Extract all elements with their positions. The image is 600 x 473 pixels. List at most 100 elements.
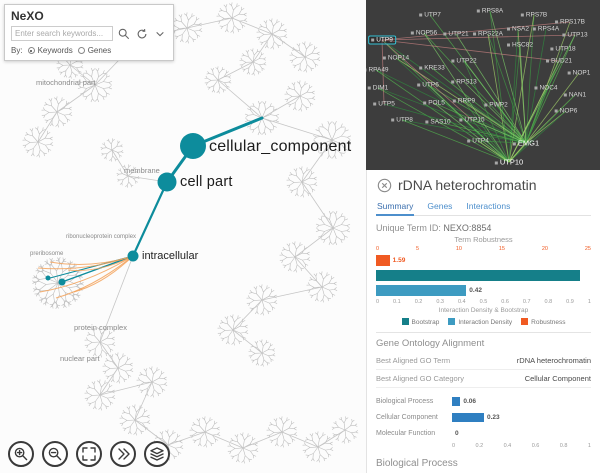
- gene-node-sas10[interactable]: SAS10: [425, 119, 450, 126]
- search-icon[interactable]: [116, 26, 131, 41]
- zoom-controls: [8, 441, 170, 467]
- axis-tick: 0: [452, 443, 456, 449]
- gene-node-utp5[interactable]: UTP5: [373, 101, 395, 108]
- axis-tick: 20: [541, 246, 548, 252]
- gene-node-nop1[interactable]: NOP1: [568, 70, 591, 77]
- tree-label-protein-complex[interactable]: protein complex: [74, 323, 127, 332]
- axis-tick: 0.6: [501, 299, 509, 305]
- unique-term-id: Unique Term ID: NEXO:8854: [376, 223, 492, 233]
- tree-label-membrane[interactable]: membrane: [124, 166, 160, 175]
- gene-node-utp7[interactable]: UTP7: [419, 12, 441, 19]
- alignment-value: 0.06: [463, 397, 476, 405]
- search-input[interactable]: [11, 26, 113, 41]
- ontology-tree-panel[interactable]: mitochondrial part cellular_component ce…: [0, 0, 366, 473]
- term-node[interactable]: [45, 275, 51, 281]
- tree-label-intracellular[interactable]: intracellular: [142, 250, 199, 262]
- tree-label-mitochondrial-part[interactable]: mitochondrial part: [36, 78, 96, 87]
- gene-node-nop14[interactable]: NOP14: [383, 55, 409, 62]
- legend-swatch: [401, 318, 409, 325]
- gene-node-nop6[interactable]: NOP6: [555, 108, 578, 115]
- tree-label-cell-part[interactable]: cell part: [180, 174, 233, 190]
- gene-node-noc4[interactable]: NOC4: [534, 85, 557, 92]
- ontology-tree-canvas[interactable]: [0, 0, 366, 473]
- zoom-out-button[interactable]: [42, 441, 68, 467]
- tab-summary[interactable]: Summary: [376, 199, 415, 216]
- gene-node-dim1[interactable]: DIM1: [368, 85, 389, 92]
- close-icon[interactable]: [376, 177, 392, 193]
- gene-node-rps7b[interactable]: RPS7B: [521, 12, 547, 19]
- axis-tick: 0.1: [393, 299, 401, 305]
- interaction-network-panel[interactable]: UTP7 RPS8A RPS7B RPS17B UTP9 NOP56 UTP21 RPS22A…: [366, 0, 600, 170]
- tab-interactions[interactable]: Interactions: [466, 201, 511, 211]
- axis-tick: 0.4: [503, 443, 512, 449]
- alignment-category-label: Molecular Function: [376, 429, 436, 437]
- bar-row-robustness: 1.59: [376, 254, 591, 267]
- radio-genes[interactable]: Genes: [77, 46, 111, 55]
- gene-node-pol5[interactable]: POL5: [423, 100, 445, 107]
- gene-node-utp18[interactable]: UTP18: [550, 46, 575, 53]
- legend-swatch: [448, 318, 456, 325]
- layers-button[interactable]: [144, 441, 170, 467]
- expand-tree-button[interactable]: [110, 441, 136, 467]
- gene-node-nop56[interactable]: NOP56: [411, 30, 437, 37]
- gene-node-rps22a[interactable]: RPS22A: [473, 31, 503, 38]
- alignment-category-label: Cellular Component: [376, 413, 438, 421]
- axis-tick: 0.7: [522, 299, 531, 305]
- gene-node-rps4a[interactable]: RPS4A: [533, 26, 559, 33]
- zoom-in-button[interactable]: [8, 441, 34, 467]
- chevron-down-icon[interactable]: [152, 26, 167, 41]
- term-node[interactable]: [157, 172, 177, 192]
- gene-node-rps8a[interactable]: RPS8A: [477, 8, 503, 15]
- alignment-value: 0: [455, 429, 459, 437]
- gene-node-hsc82[interactable]: HSC82: [507, 42, 533, 49]
- search-by-label: By:: [11, 46, 23, 55]
- gene-node-rps13[interactable]: RPS13: [451, 79, 477, 86]
- fit-content-button[interactable]: [76, 441, 102, 467]
- tree-label-preribosome[interactable]: preribosome: [30, 251, 64, 257]
- gene-node-utp13[interactable]: UTP13: [562, 32, 587, 39]
- gene-node-kre33[interactable]: KRE33: [419, 65, 445, 72]
- tree-label-nuclear-part[interactable]: nuclear part: [60, 354, 100, 363]
- gene-node-nsa2[interactable]: NSA2: [507, 26, 529, 33]
- gene-node-utp10[interactable]: UTP10: [495, 158, 523, 167]
- axis-tick: 25: [584, 246, 591, 252]
- bar-value: 0.42: [469, 287, 482, 294]
- alignment-bar: [452, 396, 461, 406]
- axis-tick: 0.8: [544, 299, 553, 305]
- axis-tick: 0.6: [531, 443, 540, 449]
- gene-node-utp21[interactable]: UTP21: [443, 31, 468, 38]
- gene-node-nan1[interactable]: NAN1: [564, 92, 586, 99]
- gene-node-rps17b[interactable]: RPS17B: [555, 19, 585, 26]
- bar-value: 1.59: [392, 257, 406, 264]
- axis-tick: 0.8: [559, 443, 568, 449]
- gene-node-utp8[interactable]: UTP8: [391, 117, 413, 124]
- tree-label-ribonucleoprotein-complex[interactable]: ribonucleoprotein complex: [66, 234, 137, 240]
- gene-node-rpa49[interactable]: RPA49: [366, 67, 388, 74]
- gene-node-utp9[interactable]: UTP9: [368, 35, 396, 45]
- term-node[interactable]: [58, 278, 66, 286]
- tab-genes[interactable]: Genes: [427, 201, 453, 211]
- bar-interaction-density: [376, 285, 467, 296]
- gene-node-utp15[interactable]: UTP15: [459, 117, 484, 124]
- bar-row-bootstrap: [376, 269, 591, 282]
- gene-node-utp4[interactable]: UTP4: [467, 138, 489, 145]
- gene-node-utp22[interactable]: UTP22: [451, 58, 476, 65]
- legend-item: Robustness: [521, 318, 566, 326]
- axis-tick: 0.2: [414, 299, 423, 305]
- layers-icon: [150, 447, 164, 461]
- divider: [376, 332, 591, 333]
- reset-icon[interactable]: [134, 26, 149, 41]
- gene-node-rrp9[interactable]: RRP9: [453, 98, 475, 105]
- gene-node-emg1[interactable]: EMG1: [513, 139, 539, 148]
- gene-node-bud21[interactable]: BUD21: [546, 58, 572, 65]
- term-node[interactable]: [127, 250, 139, 262]
- tree-label-cellular-component[interactable]: cellular_component: [209, 138, 352, 155]
- gene-node-utp6[interactable]: UTP6: [417, 82, 439, 89]
- go-category-row: Best Aligned GO Category Cellular Compon…: [376, 370, 591, 388]
- term-node[interactable]: [180, 133, 206, 159]
- gene-node-pwp2[interactable]: PWP2: [484, 102, 507, 109]
- radio-keywords[interactable]: Keywords: [27, 46, 73, 55]
- search-panel: NeXO By: Keywords: [4, 4, 174, 61]
